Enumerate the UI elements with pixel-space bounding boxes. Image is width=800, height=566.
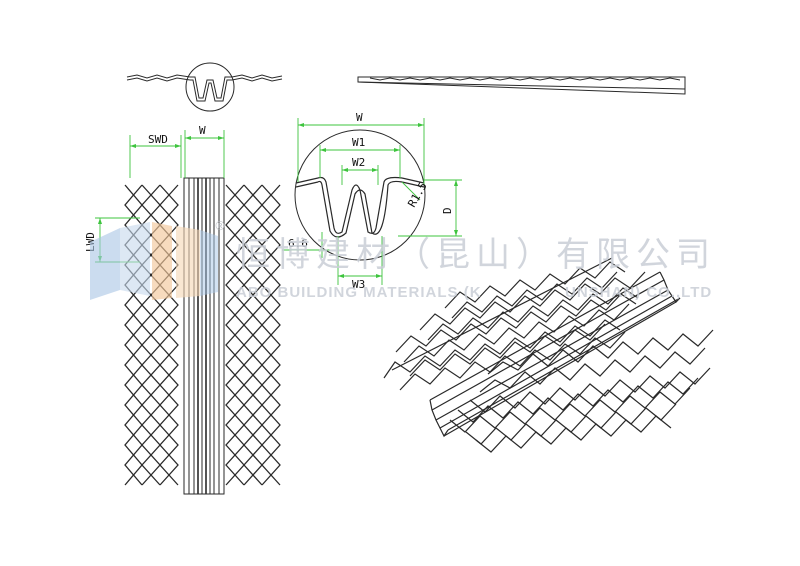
side-elevation-view	[357, 76, 686, 95]
iso-upper-mesh	[383, 257, 646, 391]
label-swd: SWD	[148, 133, 168, 146]
front-right-mesh	[225, 184, 281, 486]
label-thickness: 6.6	[288, 237, 308, 250]
watermark-company-cn: 恒博建材（昆山）有限公司	[236, 235, 716, 275]
label-d: D	[441, 207, 454, 214]
cross-section-detail	[294, 129, 426, 261]
watermark: ® 恒博建材（昆山）有限公司 ABO BUILDING MATERIALS (K…	[90, 219, 716, 301]
label-w2: W2	[352, 156, 365, 169]
watermark-company-en-tail: UNSHAN) CO.,LTD	[565, 284, 712, 301]
detail-magnifier-circle	[185, 62, 235, 112]
label-w-front: W	[199, 124, 206, 137]
end-profile-view	[126, 62, 283, 112]
label-w-top: W	[356, 111, 363, 124]
isometric-view	[383, 257, 714, 453]
watermark-registered: ®	[214, 219, 226, 233]
label-w3: W3	[352, 278, 365, 291]
label-radius: R1.5	[405, 180, 430, 209]
watermark-company-en: ABO BUILDING MATERIALS (K	[236, 284, 482, 301]
iso-lower-mesh	[449, 329, 714, 453]
label-w1: W1	[352, 136, 365, 149]
watermark-logo	[90, 222, 218, 300]
